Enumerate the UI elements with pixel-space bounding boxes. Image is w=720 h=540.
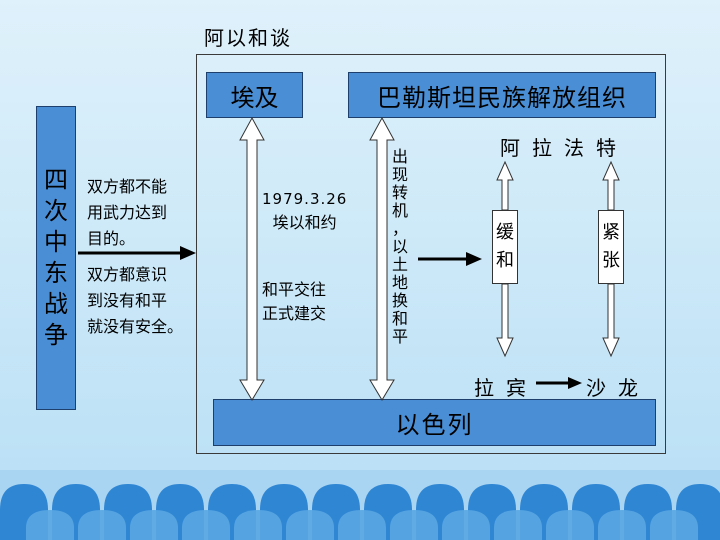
vertical-char: 机 [391, 201, 408, 220]
vertical-char: 紧 [602, 222, 620, 243]
vertical-char: 平 [391, 327, 408, 346]
page-title: 阿以和谈 [204, 26, 292, 50]
side-char: 东 [44, 259, 68, 287]
relations-line: 正式建交 [262, 304, 327, 323]
relations-line: 和平交往 [262, 280, 327, 299]
note-line: 双方都不能 [87, 177, 168, 196]
side-char: 战 [44, 290, 68, 318]
note-line: 目的。 [87, 229, 136, 248]
side-char: 争 [44, 321, 68, 349]
land-for-peace-text: 出 现 转 机 ， 以 土 地 换 和 平 [390, 148, 410, 346]
double-arrow-plo-israel [369, 116, 395, 401]
arrow-wars-to-talks [78, 246, 196, 260]
side-char: 四 [44, 166, 68, 194]
vertical-char: ， [391, 219, 408, 238]
vertical-char: 和 [391, 309, 408, 328]
note-line: 到没有和平 [87, 291, 168, 310]
note-line: 双方都意识 [87, 265, 168, 284]
vertical-char: 缓 [496, 222, 514, 243]
arrow-rabin-to-sharon [536, 377, 582, 389]
diplomatic-relations: 和平交往 正式建交 [262, 278, 326, 326]
note-line: 就没有安全。 [87, 317, 184, 336]
ease-box: 缓 和 [492, 210, 518, 284]
treaty-date: 1979.3.26 [262, 190, 348, 208]
vertical-char: 转 [391, 183, 408, 202]
arrow-up-tense [602, 160, 620, 211]
note-line: 用武力达到 [87, 203, 168, 222]
diagram-arrows [78, 116, 620, 401]
vertical-char: 现 [391, 165, 408, 184]
arrow-up-ease [496, 160, 514, 211]
side-char: 中 [44, 228, 68, 256]
note-no-peace-no-security: 双方都意识 到没有和平 就没有安全。 [87, 262, 202, 340]
diagram-frame [196, 54, 666, 454]
vertical-char: 以 [391, 237, 408, 256]
note-no-military-victory: 双方都不能 用武力达到 目的。 [87, 174, 192, 252]
vertical-char: 和 [496, 250, 514, 271]
side-char: 次 [44, 197, 68, 225]
double-arrow-egypt-israel [239, 116, 265, 401]
arafat-label: 阿拉法特 [500, 136, 628, 160]
arrow-down-tense [602, 283, 620, 358]
vertical-char: 土 [391, 255, 408, 274]
four-middle-east-wars-box: 四 次 中 东 战 争 [36, 106, 76, 410]
treaty-name: 埃以和约 [272, 213, 337, 232]
decorative-wave-footer [0, 470, 720, 540]
arrow-to-ease [418, 252, 482, 266]
israel-box: 以色列 [213, 399, 656, 446]
sharon-label: 沙龙 [586, 376, 650, 400]
vertical-char: 张 [602, 250, 620, 271]
arrow-down-ease [496, 283, 514, 358]
vertical-char: 出 [391, 147, 408, 166]
egypt-israel-treaty: 1979.3.26 埃以和约 [262, 187, 347, 235]
rabin-label: 拉宾 [474, 376, 538, 400]
egypt-box: 埃及 [206, 72, 303, 118]
tension-box: 紧 张 [598, 210, 624, 284]
vertical-char: 地 [391, 273, 408, 292]
plo-box: 巴勒斯坦民族解放组织 [348, 72, 656, 118]
vertical-char: 换 [391, 291, 408, 310]
